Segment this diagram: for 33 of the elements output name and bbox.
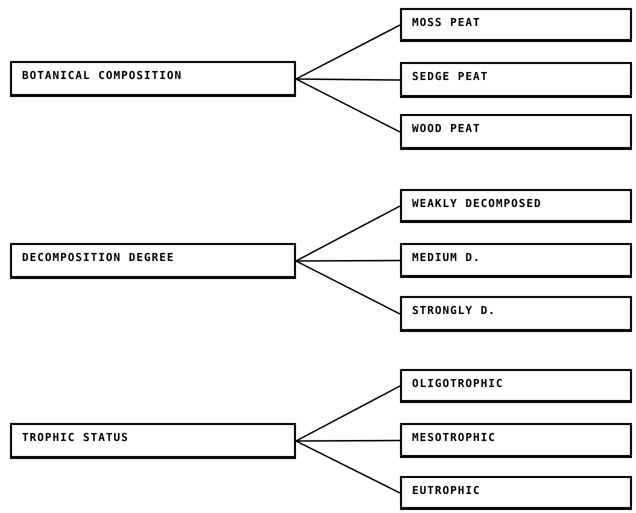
connector-line [296, 78, 400, 81]
box-label: SEDGE PEAT [412, 70, 488, 83]
box-label: EUTROPHIC [412, 484, 481, 497]
category-box [10, 423, 296, 459]
box-label: TROPHIC STATUS [22, 431, 129, 444]
category-box [400, 369, 632, 403]
category-box [10, 243, 296, 279]
category-box [400, 62, 632, 98]
category-box [10, 61, 296, 97]
box-label: BOTANICAL COMPOSITION [22, 69, 182, 82]
category-box [400, 423, 632, 458]
box-label: STRONGLY D. [412, 304, 496, 317]
connector-line [296, 205, 400, 262]
connector-line [296, 78, 400, 133]
box-label: DECOMPOSITION DEGREE [22, 251, 174, 264]
connector-line [296, 440, 400, 442]
box-label: OLIGOTROPHIC [412, 377, 504, 390]
category-box [400, 243, 632, 278]
category-box [400, 189, 632, 223]
box-label: WEAKLY DECOMPOSED [412, 197, 542, 210]
category-box [400, 114, 632, 150]
box-label: WOOD PEAT [412, 122, 481, 135]
box-label: MESOTROPHIC [412, 431, 496, 444]
box-label: MOSS PEAT [412, 16, 481, 29]
connector-line [296, 385, 400, 442]
category-box [400, 8, 632, 42]
category-box [400, 296, 632, 332]
connector-line [296, 260, 400, 262]
category-box [400, 476, 632, 510]
connector-line [296, 24, 400, 80]
connector-line [296, 440, 400, 494]
connector-line [296, 260, 400, 315]
box-label: MEDIUM D. [412, 251, 481, 264]
